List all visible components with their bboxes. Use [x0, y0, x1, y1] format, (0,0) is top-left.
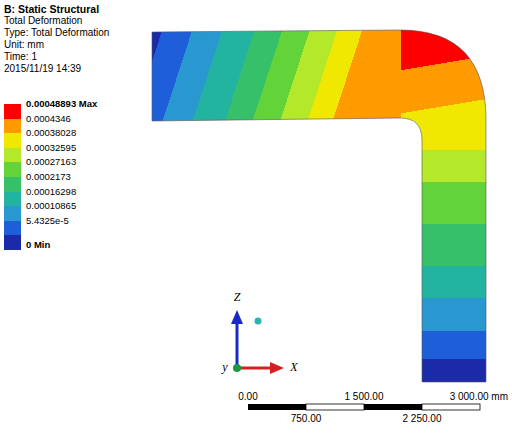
pipe-vertical — [422, 150, 486, 382]
legend-value: 0.00016298 — [26, 186, 76, 198]
legend-swatch — [4, 162, 21, 177]
pipe-elbow — [401, 30, 486, 151]
header-line: 2015/11/19 14:39 — [4, 63, 81, 75]
legend-swatch — [4, 235, 21, 250]
legend-value: 0.0004346 — [26, 113, 71, 125]
x-axis — [237, 367, 272, 370]
y-axis-dot — [233, 364, 241, 372]
legend-value: 0.00010865 — [26, 200, 76, 212]
scale-value: 2 250.00 — [403, 413, 442, 425]
legend-value: 0.00027163 — [26, 156, 76, 168]
axis-label: X — [290, 361, 297, 373]
legend-value: 0 Min — [26, 239, 50, 251]
legend-value: 5.4325e-5 — [26, 215, 69, 227]
scale-value: 750.00 — [291, 413, 322, 425]
header-line: Total Deformation — [4, 15, 82, 27]
z-arrowhead — [231, 310, 243, 324]
pipe-outline — [152, 30, 486, 382]
z-axis — [236, 322, 239, 368]
legend-value: 0.00048893 Max — [26, 98, 97, 110]
header-line: Time: 1 — [4, 51, 37, 63]
legend-swatch — [4, 148, 21, 163]
scale-value: 1 500.00 — [345, 391, 384, 403]
scale-bar — [248, 404, 306, 410]
legend-value: 0.00032595 — [26, 142, 76, 154]
legend-swatch — [4, 104, 21, 119]
scale-value: 0.00 — [238, 391, 257, 403]
legend-swatch — [4, 119, 21, 134]
legend-value: 0.0002173 — [26, 171, 71, 183]
legend-swatch — [4, 177, 21, 192]
header-line: Type: Total Deformation — [4, 27, 109, 39]
x-arrowhead — [270, 362, 284, 374]
legend-swatch — [4, 221, 21, 236]
header-title: B: Static Structural — [4, 3, 99, 15]
axis-label: y — [222, 361, 227, 373]
view-ball — [255, 318, 262, 325]
legend-swatch — [4, 206, 21, 221]
scale-bar — [364, 404, 422, 410]
pipe-straight — [152, 30, 402, 121]
scale-value: 3 000.00 mm — [450, 391, 508, 403]
axis-label: Z — [234, 291, 241, 303]
scale-bar — [306, 404, 364, 410]
scale-bar — [422, 404, 480, 410]
legend-swatch — [4, 133, 21, 148]
legend-value: 0.00038028 — [26, 127, 76, 139]
header-line: Unit: mm — [4, 39, 44, 51]
legend-swatch — [4, 192, 21, 207]
